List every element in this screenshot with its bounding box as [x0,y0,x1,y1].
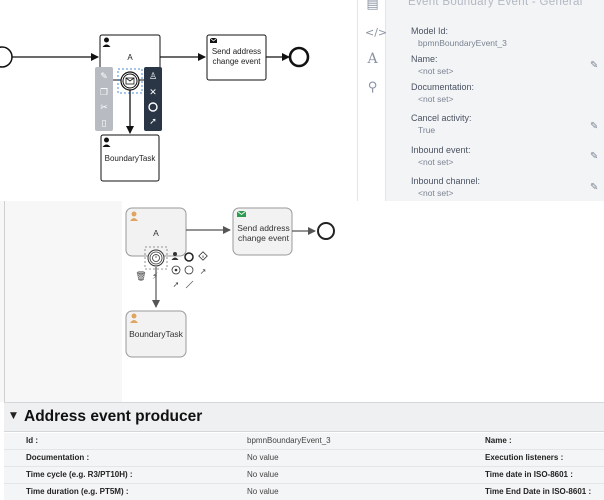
boundary-task-label: BoundaryTask [129,329,183,339]
trash-icon[interactable]: ▯ [102,119,107,129]
canvas-gutter [0,201,122,402]
start-event[interactable] [0,46,13,68]
pencil-icon[interactable]: ✎ [590,182,599,193]
envelope-icon [236,210,247,217]
association-icon[interactable] [185,280,194,289]
user-task-icon-2 [102,137,111,147]
pencil-icon[interactable]: ✎ [590,151,599,162]
time-cycle-value[interactable]: No value [247,470,279,479]
name-label: Name: [411,54,438,64]
end-event-shortcut-icon[interactable] [184,252,194,262]
id-label: Id : [26,436,38,445]
wand-icon[interactable]: ✎ [100,72,108,82]
wrench-icon[interactable]: ↗ [200,267,207,276]
documentation-label: Documentation : [26,453,90,462]
pencil-icon[interactable]: ✎ [590,121,599,132]
model-id-label: Model Id: [411,26,449,36]
time-date-label: Time date in ISO-8601 : [485,470,573,479]
properties-section: ▼ Address event producer Id : bpmnBounda… [0,402,604,500]
cancel-activity-value: True [418,125,436,135]
user-task-shortcut-icon[interactable] [171,252,179,260]
id-value[interactable]: bpmnBoundaryEvent_3 [247,436,331,445]
end-event[interactable] [288,46,310,68]
top-diagram-canvas[interactable]: ✎ ❐ ✂ ▯ ♙ ✕ ➚ A [0,0,357,201]
task-a-label: A [153,228,159,238]
table-row: Documentation : No value Execution liste… [4,450,604,467]
time-cycle-label: Time cycle (e.g. R3/PT10H) : [26,470,133,479]
name-value: <not set> [418,66,454,76]
pencil-icon[interactable]: ✎ [590,60,599,71]
section-title: Address event producer [24,408,203,425]
font-icon[interactable]: A [367,51,378,67]
xml-code-icon[interactable]: </> [365,26,388,39]
model-id-value: bpmnBoundaryEvent_3 [418,38,507,48]
time-duration-label: Time duration (e.g. PT5M) : [26,487,129,496]
canvas-border [4,201,5,402]
send-task-label: Send address change event [211,47,262,66]
lightning-icon[interactable]: ⚡ [152,272,158,282]
time-duration-value[interactable]: No value [247,487,279,496]
user-task-icon-2 [130,313,138,323]
selection-box [144,246,168,270]
task-a-label: A [127,53,133,62]
cancel-activity-label: Cancel activity: [411,113,472,123]
context-pad-left [95,67,113,131]
properties-table: Id : bpmnBoundaryEvent_3 Name : Document… [4,433,604,500]
scissors-icon[interactable]: ✂ [100,103,108,113]
gateway-shortcut-icon[interactable]: ✕ [149,88,157,98]
search-icon[interactable]: ⚲ [367,80,378,95]
intermediate-event-shortcut-icon[interactable] [171,265,181,275]
send-task-label: Send address change event [237,223,290,243]
trash-icon[interactable]: 🗑 [135,271,146,282]
user-task-icon [102,37,111,47]
connect-arrow-icon[interactable]: ➚ [149,117,157,127]
svg-text:×: × [201,254,204,259]
gateway-shortcut-icon[interactable]: × [198,251,208,261]
bottom-diagram-canvas[interactable]: × 🗑 ⚡ ↗ ➚ A Send address change event Bo… [0,201,604,402]
name-label: Name : [485,436,512,445]
table-row: Id : bpmnBoundaryEvent_3 Name : [4,433,604,450]
properties-panel: Event Boundary Event - General Model Id:… [386,0,604,201]
time-end-date-label: Time End Date in ISO-8601 : [485,487,592,496]
boundary-task[interactable] [100,134,160,182]
documentation-label: Documentation: [411,82,475,92]
top-editor: ✎ ❐ ✂ ▯ ♙ ✕ ➚ A [0,0,604,201]
side-icon-bar: ▤ </> A ⚲ [357,0,388,201]
context-pad-right [144,67,162,131]
documentation-value[interactable]: No value [247,453,279,462]
inbound-event-label: Inbound event: [411,145,471,155]
end-event-shortcut-icon[interactable] [148,102,158,112]
table-row: Time cycle (e.g. R3/PT10H) : No value Ti… [4,467,604,484]
chevron-down-icon[interactable]: ▼ [10,411,17,421]
timer-icon [152,254,160,262]
table-row: Time duration (e.g. PT5M) : No value Tim… [4,484,604,500]
start-event-shortcut-icon[interactable] [184,265,194,275]
user-task-icon [130,211,138,221]
properties-icon[interactable]: ▤ [366,0,379,12]
boundary-task[interactable] [125,310,187,358]
panel-title: Event Boundary Event - General [408,0,583,8]
section-header[interactable]: ▼ Address event producer [4,402,604,432]
copy-icon[interactable]: ❐ [100,88,108,98]
documentation-value: <not set> [418,94,454,104]
execution-listeners-label: Execution listeners : [485,453,564,462]
boundary-task-label: BoundaryTask [104,154,156,163]
inbound-channel-value: <not set> [418,188,454,198]
inbound-channel-label: Inbound channel: [411,176,481,186]
connect-arrow-icon[interactable]: ➚ [173,280,180,289]
inbound-event-value: <not set> [418,157,454,167]
user-task-shortcut-icon[interactable]: ♙ [149,72,157,82]
end-event[interactable] [317,222,335,240]
